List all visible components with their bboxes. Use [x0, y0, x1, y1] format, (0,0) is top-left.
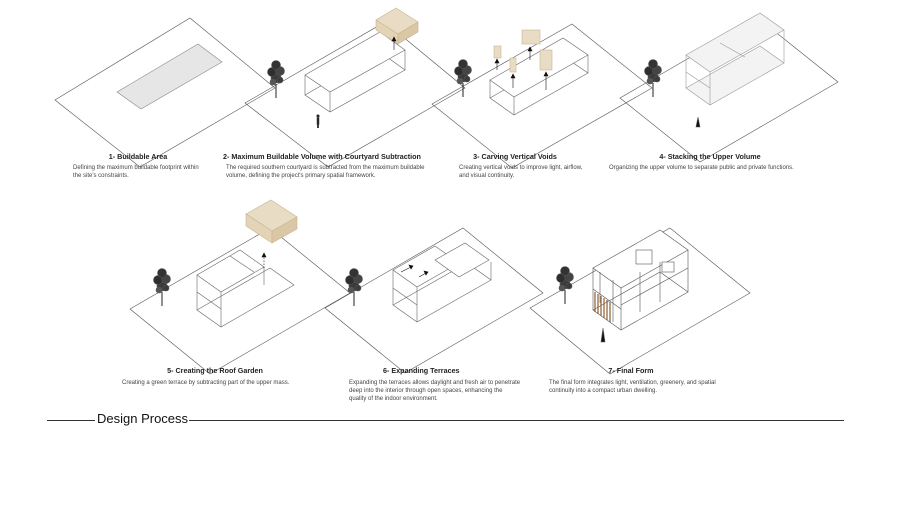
site-plot [324, 227, 544, 374]
left-rule [47, 420, 95, 421]
wood-screen [594, 292, 611, 322]
step-3-title: 3- Carving Vertical Voids [473, 152, 557, 161]
site-plot [54, 17, 276, 168]
step-2-graphic [244, 7, 466, 168]
step-6-title: 6- Expanding Terraces [383, 366, 460, 375]
right-rule [189, 420, 844, 421]
step-5-description: Creating a green terrace by subtracting … [122, 380, 290, 386]
site-plot [431, 23, 653, 169]
person-figure [695, 116, 701, 128]
step-6-graphic [324, 227, 544, 374]
step-4-description: Organizing the upper volume to separate … [609, 165, 794, 171]
roof-garden-volume [245, 199, 298, 244]
void-cutouts [493, 29, 553, 73]
step-7-title: 7- Final Form [608, 366, 654, 375]
step-7-graphic [529, 227, 751, 375]
step-2-title: 2- Maximum Buildable Volume with Courtya… [223, 152, 421, 161]
step-4-graphic [619, 12, 839, 163]
step-4-title: 4- Stacking the Upper Volume [659, 152, 761, 161]
buildable-footprint [116, 43, 223, 110]
step-1-title: 1- Buildable Area [108, 152, 168, 161]
step-1-graphic [54, 17, 276, 168]
subtracted-volume [375, 7, 419, 45]
step-3-graphic [431, 23, 653, 169]
step-7-description: The final form integrates light, ventila… [549, 380, 716, 395]
step-2-description: The required southern courtyard is subtr… [226, 165, 425, 180]
main-volume [304, 31, 406, 113]
site-plot [244, 21, 466, 168]
step-5-title: 5- Creating the Roof Garden [167, 366, 263, 375]
step-5-graphic [129, 199, 351, 375]
section-title: Design Process [97, 411, 189, 426]
step-3-description: Creating vertical voids to improve light… [459, 165, 583, 180]
step-1-description: Defining the maximum buildable footprint… [73, 165, 199, 180]
person-figure [600, 327, 606, 343]
up-arrow [391, 36, 397, 50]
step-6-description: Expanding the terraces allows daylight a… [349, 380, 521, 403]
